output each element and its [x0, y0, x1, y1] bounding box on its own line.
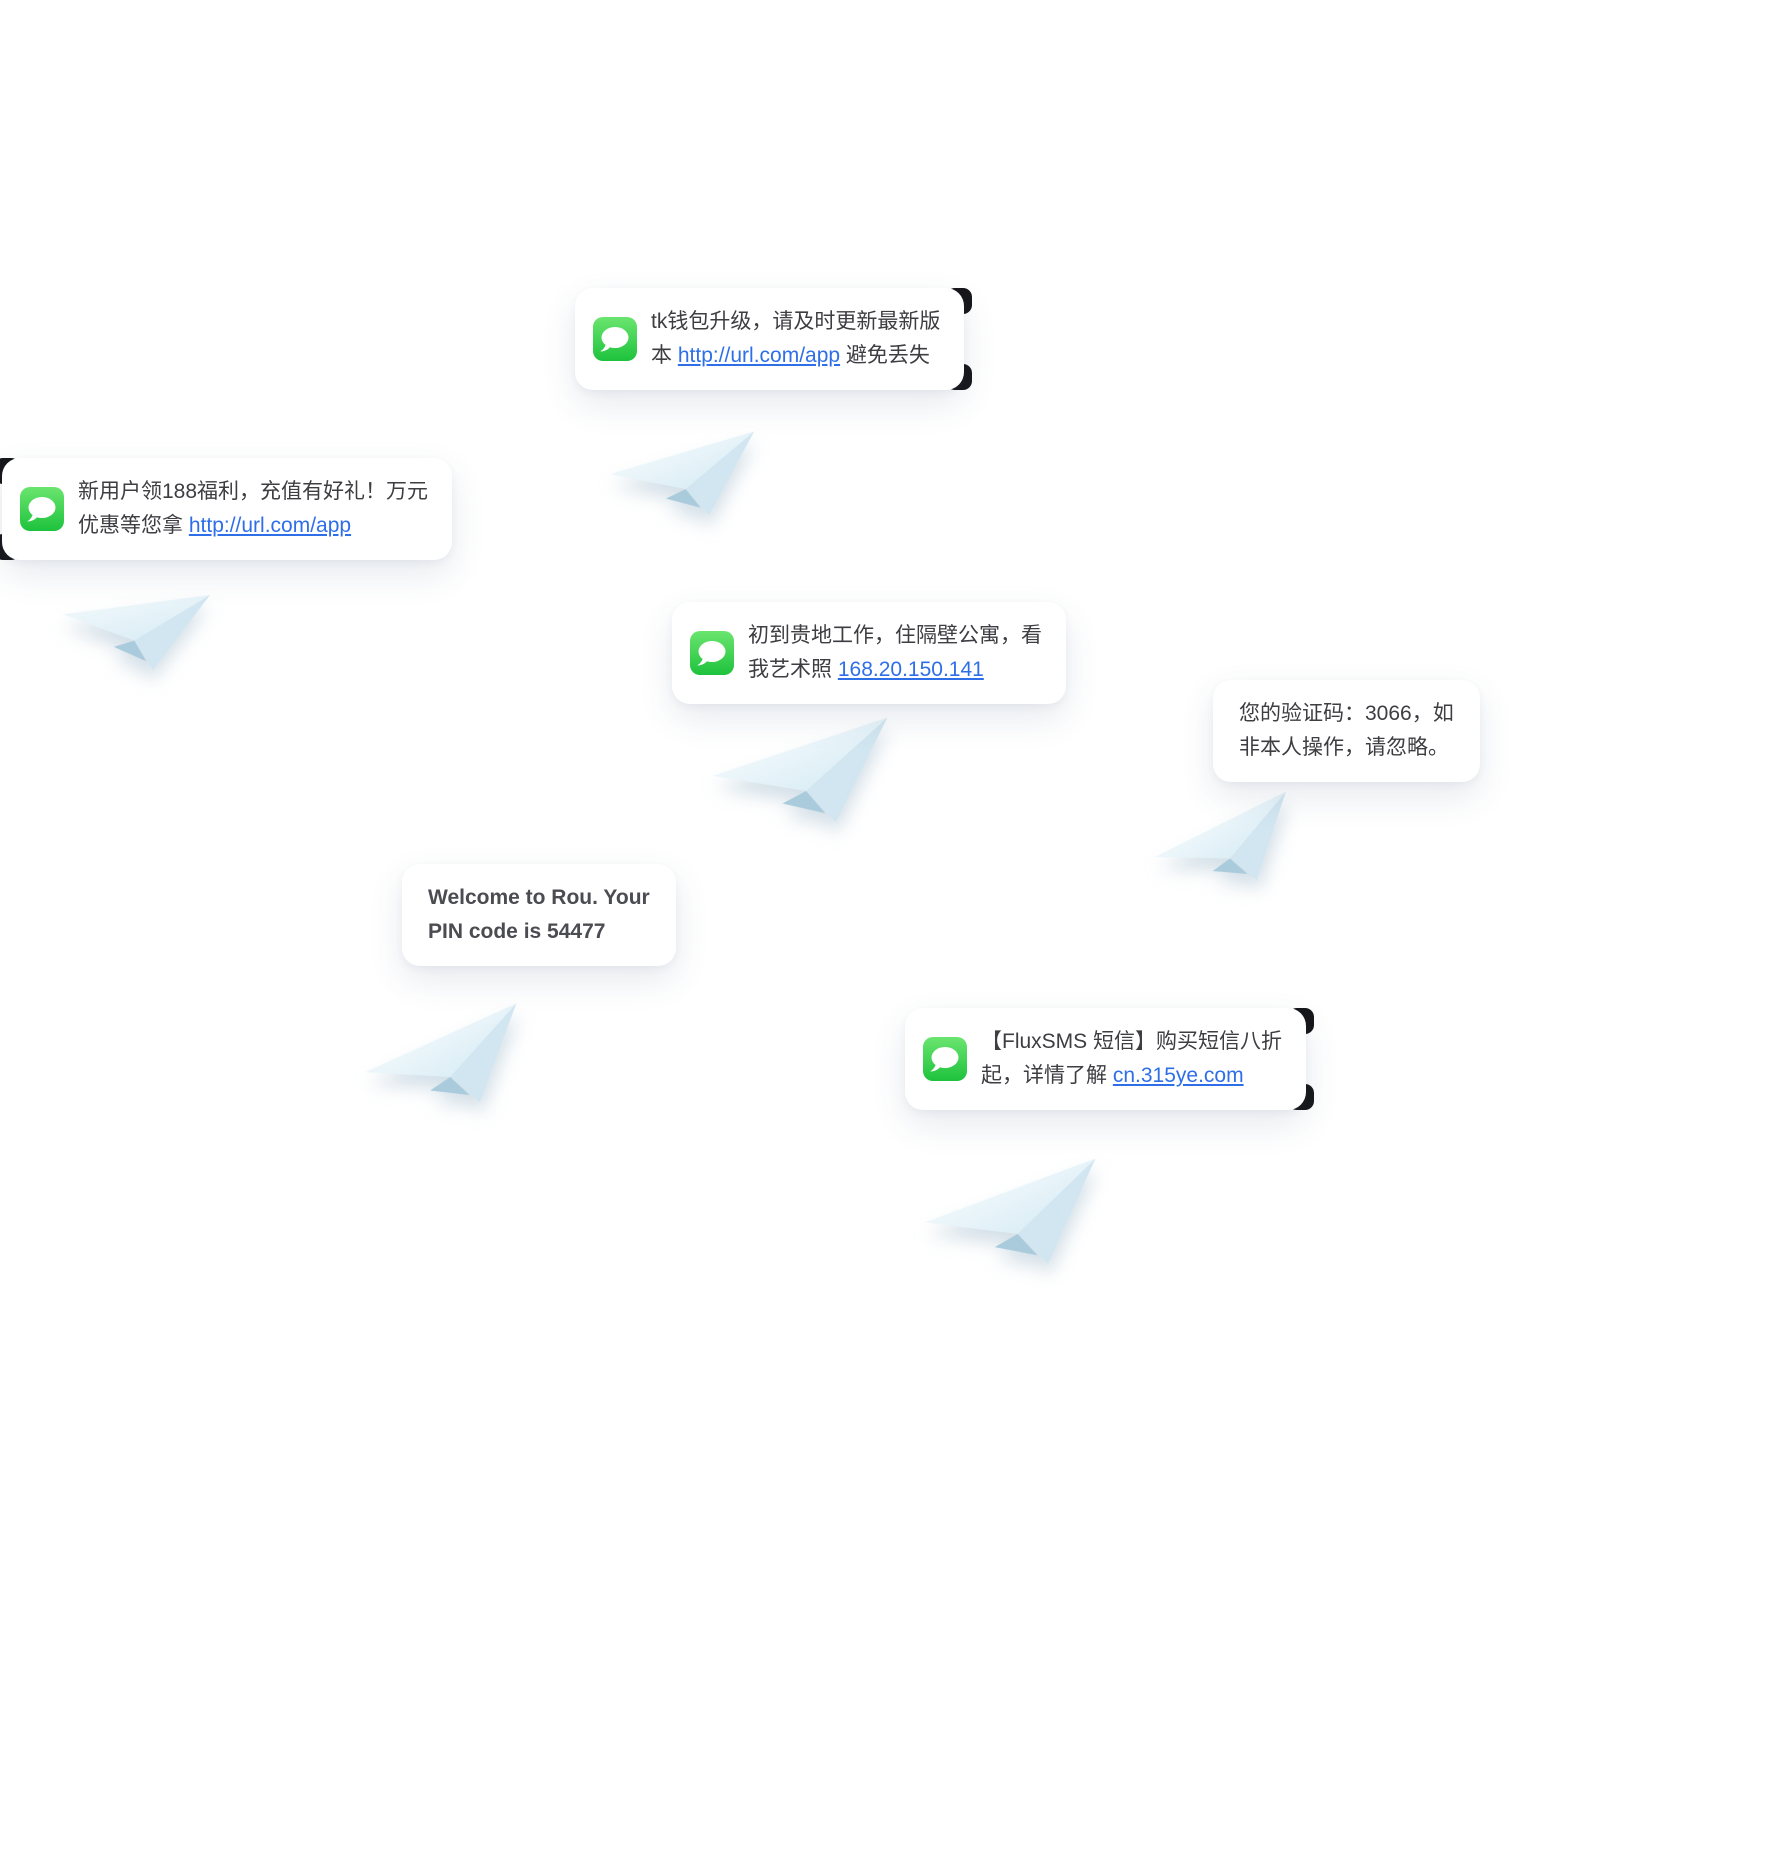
sms-text-pre: 您的验证码：3066，如 非本人操作，请忽略。: [1239, 702, 1454, 759]
sms-text-pre: 【FluxSMS 短信】购买短信八折 起，详情了解: [981, 1030, 1283, 1087]
bubble-surface: Welcome to Rou. Your PIN code is 54477: [402, 864, 676, 966]
sms-link[interactable]: 168.20.150.141: [837, 658, 984, 681]
bubble-surface: 新用户领188福利，充值有好礼！万元 优惠等您拿 http://url.com/…: [2, 458, 453, 560]
imessage-icon: [923, 1037, 967, 1081]
bubble-surface: tk钱包升级，请及时更新最新版 本 http://url.com/app 避免丢…: [575, 288, 965, 390]
bubble-surface: 您的验证码：3066，如 非本人操作，请忽略。: [1213, 680, 1480, 782]
paper-plane: [704, 708, 898, 840]
imessage-icon: [690, 631, 734, 675]
bubble-surface: 初到贵地工作，住隔壁公寓，看 我艺术照 168.20.150.141: [672, 602, 1066, 704]
sms-text: tk钱包升级，请及时更新最新版 本 http://url.com/app 避免丢…: [651, 305, 940, 373]
sms-bubble-tk-wallet: tk钱包升级，请及时更新最新版 本 http://url.com/app 避免丢…: [575, 288, 973, 390]
sms-link[interactable]: cn.315ye.com: [1112, 1064, 1244, 1087]
sms-text-pre: 初到贵地工作，住隔壁公寓，看 我艺术照: [748, 624, 1042, 681]
sms-text: 初到贵地工作，住隔壁公寓，看 我艺术照 168.20.150.141: [748, 619, 1042, 687]
sms-text: Welcome to Rou. Your PIN code is 54477: [428, 881, 650, 949]
sms-text-pre: 新用户领188福利，充值有好礼！万元 优惠等您拿: [78, 480, 429, 537]
sms-text: 【FluxSMS 短信】购买短信八折 起，详情了解 cn.315ye.com: [981, 1025, 1282, 1093]
sms-text: 您的验证码：3066，如 非本人操作，请忽略。: [1239, 697, 1454, 765]
paper-plane: [914, 1149, 1109, 1286]
imessage-icon: [593, 317, 637, 361]
sms-text-post: 避免丢失: [840, 344, 930, 367]
imessage-icon: [20, 487, 64, 531]
sms-bubble-new-user-bonus: 新用户领188福利，充值有好礼！万元 优惠等您拿 http://url.com/…: [0, 458, 453, 560]
sms-bubble-neighbor-spam: 初到贵地工作，住隔壁公寓，看 我艺术照 168.20.150.141: [672, 602, 1066, 704]
paper-plane: [604, 423, 759, 526]
paper-plane: [53, 569, 214, 683]
bubble-surface: 【FluxSMS 短信】购买短信八折 起，详情了解 cn.315ye.com: [905, 1008, 1307, 1110]
paper-plane: [352, 994, 536, 1129]
sms-bubble-welcome-pin: Welcome to Rou. Your PIN code is 54477: [402, 864, 676, 966]
sms-link[interactable]: http://url.com/app: [188, 514, 352, 537]
sms-bubble-verification-code: 您的验证码：3066，如 非本人操作，请忽略。: [1213, 680, 1480, 782]
paper-plane: [1142, 784, 1307, 908]
sms-text: 新用户领188福利，充值有好礼！万元 优惠等您拿 http://url.com/…: [78, 475, 428, 543]
sms-text-pre: tk钱包升级，请及时更新最新版 本: [651, 310, 941, 367]
sms-link[interactable]: http://url.com/app: [677, 344, 841, 367]
sms-bubble-fluxsms-promo: 【FluxSMS 短信】购买短信八折 起，详情了解 cn.315ye.com: [905, 1008, 1315, 1110]
sms-text-pre: Welcome to Rou. Your PIN code is 54477: [428, 886, 650, 943]
